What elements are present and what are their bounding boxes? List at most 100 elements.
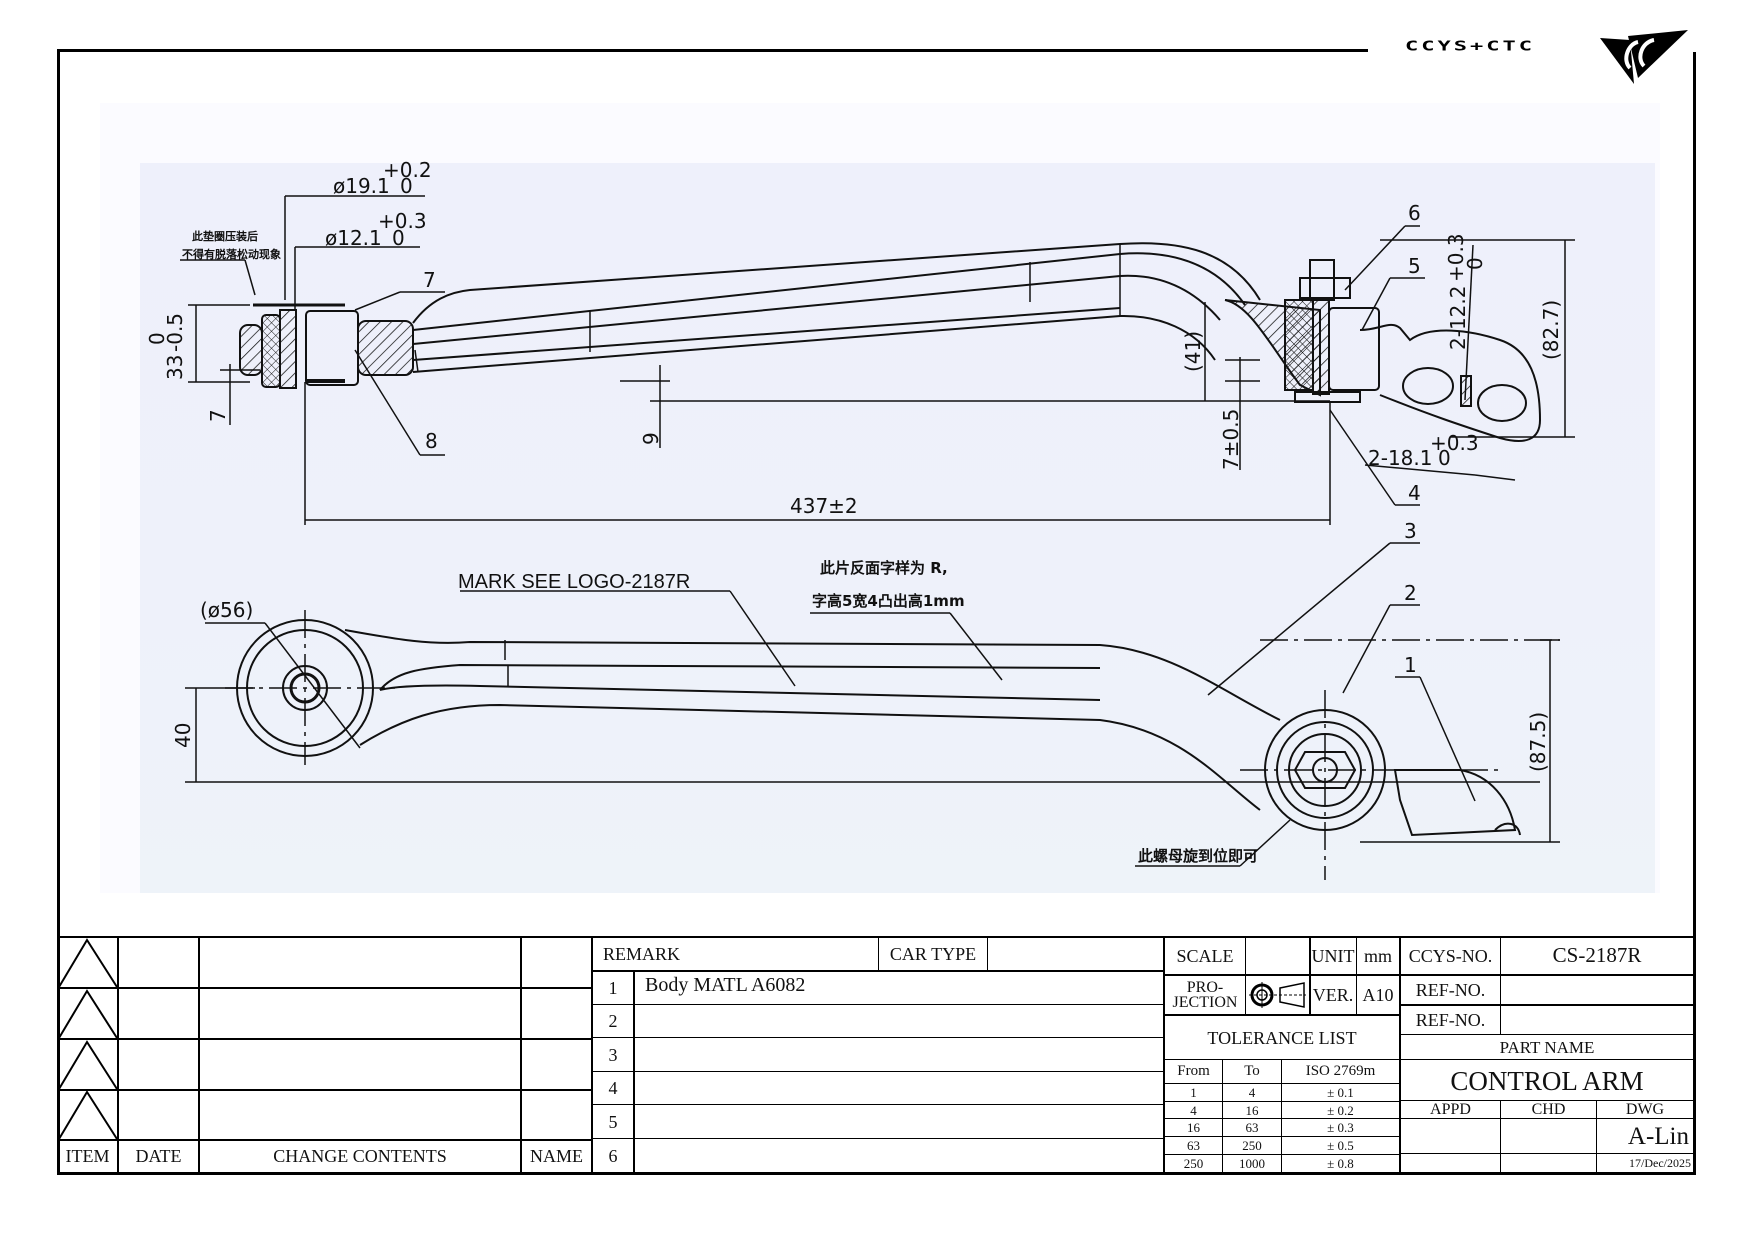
dim-87: (87.5) (1526, 712, 1550, 772)
revision-triangle-icon (58, 938, 118, 988)
remark-row-text[interactable]: Body MATL A6082 (645, 973, 806, 996)
part-name-value: CONTROL ARM (1450, 1065, 1644, 1096)
dim-40: 40 (171, 723, 195, 748)
revision-triangle-icon (58, 1090, 118, 1140)
tolerance-from: 16 (1187, 1120, 1200, 1135)
ref-no-label-2: REF-NO. (1415, 1009, 1486, 1030)
car-type-label: CAR TYPE (889, 943, 977, 964)
header-date: DATE (135, 1146, 182, 1166)
revision-triangles (58, 938, 118, 1140)
appd-value[interactable] (1401, 1119, 1500, 1153)
frame-border-top (58, 49, 1368, 52)
note-cn-washer-2: 不得有脱落松动现象 (182, 247, 281, 261)
dim-h33: 33 (163, 355, 187, 380)
remark-row-text[interactable] (635, 1038, 1163, 1071)
note-cn-washer-1: 此垫圈压装后 (192, 229, 258, 243)
dim-d19-tol-upper: +0.2 (383, 158, 432, 182)
ref-no-label-1: REF-NO. (1415, 980, 1486, 1000)
balloon-6: 6 (1408, 201, 1421, 225)
remark-row-no: 4 (608, 1078, 618, 1098)
dim-d56: (ø56) (200, 598, 253, 622)
drawing-scan-inner (140, 163, 1655, 893)
dim-h33-tol-upper: 0 (145, 332, 169, 345)
ccys-emblem-icon (1600, 30, 1688, 84)
dim-slot12-tol-upper: +0.3 (1444, 233, 1468, 282)
bottom-view-dim-labels: (ø56) 40 (87.5) 3 2 1 MARK SEE LOGO-2187… (171, 519, 1550, 772)
revision-triangle-icon (58, 989, 118, 1039)
ver-label: VER. (1312, 985, 1354, 1005)
tolerance-to: 1000 (1239, 1156, 1265, 1171)
top-view-right-ball-joint (1224, 259, 1542, 442)
scale-value[interactable] (1246, 937, 1309, 974)
balloon-8: 8 (425, 429, 438, 453)
mark-cn-2: 字高5宽4凸出高1mm (812, 592, 965, 610)
mark-note: MARK SEE LOGO-2187R (458, 571, 690, 593)
tolerance-to: 63 (1245, 1120, 1259, 1135)
car-type-value[interactable] (988, 937, 1163, 970)
first-angle-projection-icon (1249, 982, 1306, 1008)
tolerance-value: ± 0.1 (1327, 1085, 1354, 1100)
dim-slot18: 2-18.1 (1368, 446, 1432, 470)
dim-slot12-tol-lower: 0 (1463, 257, 1487, 270)
remark-row-text[interactable] (635, 1072, 1163, 1104)
frame-border-right (1693, 52, 1696, 1174)
bottom-view-centerlines (225, 610, 1560, 880)
dim-slot12: 2-12.2 (1446, 286, 1470, 350)
ccys-no-label: CCYS-NO. (1408, 945, 1493, 966)
revision-row-1-change[interactable] (200, 937, 520, 987)
revision-row-1-name[interactable] (522, 937, 591, 987)
remark-row-no: 6 (608, 1145, 618, 1166)
frame-border-bottom (57, 1172, 1696, 1175)
top-view-dim-labels: ø19.1 0 +0.2 ø12.1 0 +0.3 7 8 6 5 4 437±… (145, 158, 1563, 518)
unit-label: UNIT (1311, 945, 1355, 966)
projection-label-line2: JECTION (1172, 994, 1238, 1011)
ref-no-value-2[interactable] (1501, 1005, 1693, 1034)
drawing-date: 17/Dec/2025 (1629, 1156, 1691, 1170)
dim-d12-tol-lower: 0 (392, 226, 405, 250)
balloon-7: 7 (423, 268, 436, 292)
revision-row-1-date[interactable] (119, 937, 198, 987)
ref-no-value-1[interactable] (1501, 976, 1693, 1004)
dim-7b: 7±0.5 (1219, 409, 1243, 470)
balloon-1: 1 (1404, 653, 1417, 677)
frame-border-left (57, 49, 60, 1174)
tolerance-header-std: ISO 2769m (1305, 1063, 1376, 1079)
remark-row-no: 5 (608, 1111, 618, 1132)
dim-41: (41) (1181, 331, 1205, 372)
dim-9: 9 (639, 432, 663, 445)
scale-label: SCALE (1176, 945, 1234, 966)
ver-value: A10 (1362, 985, 1394, 1005)
remark-row-text[interactable] (635, 1105, 1163, 1138)
dim-slot18-tol-lower: 0 (1438, 446, 1451, 470)
dim-82: (82.7) (1539, 300, 1563, 360)
tolerance-value: ± 0.8 (1327, 1156, 1354, 1171)
tolerance-from: 4 (1190, 1102, 1197, 1118)
top-view-left-bushing (239, 303, 414, 389)
dim-d12-tol-upper: +0.3 (378, 209, 427, 233)
tolerance-to: 16 (1245, 1102, 1259, 1118)
balloon-5: 5 (1408, 254, 1421, 278)
balloon-2: 2 (1404, 581, 1417, 605)
dim-7: 7 (206, 409, 230, 422)
tolerance-value: ± 0.5 (1327, 1138, 1354, 1153)
balloon-4: 4 (1408, 481, 1421, 505)
remark-row-text[interactable] (635, 1139, 1163, 1172)
revision-triangle-icon (58, 1040, 118, 1090)
nut-note-cn: 此螺母旋到位即可 (1138, 847, 1258, 865)
chd-value[interactable] (1501, 1119, 1596, 1153)
dim-d19-tol-lower: 0 (400, 174, 413, 198)
remark-row-text[interactable] (635, 1005, 1163, 1037)
projection-label-line1: PRO- (1186, 978, 1224, 996)
header-name: NAME (530, 1146, 583, 1166)
tolerance-header-from: From (1177, 1063, 1210, 1079)
title-block-top-line (57, 936, 1696, 938)
tolerance-from: 1 (1190, 1085, 1197, 1100)
logo-text: CCYS+CTC (1405, 39, 1535, 54)
remark-row-no: 3 (608, 1044, 618, 1065)
header-item: ITEM (65, 1146, 110, 1166)
dwg-value: A-Lin (1627, 1122, 1689, 1150)
tolerance-from: 250 (1183, 1156, 1204, 1171)
tolerance-value: ± 0.2 (1327, 1102, 1354, 1118)
balloon-3: 3 (1404, 519, 1417, 543)
appd-label: APPD (1430, 1100, 1471, 1118)
